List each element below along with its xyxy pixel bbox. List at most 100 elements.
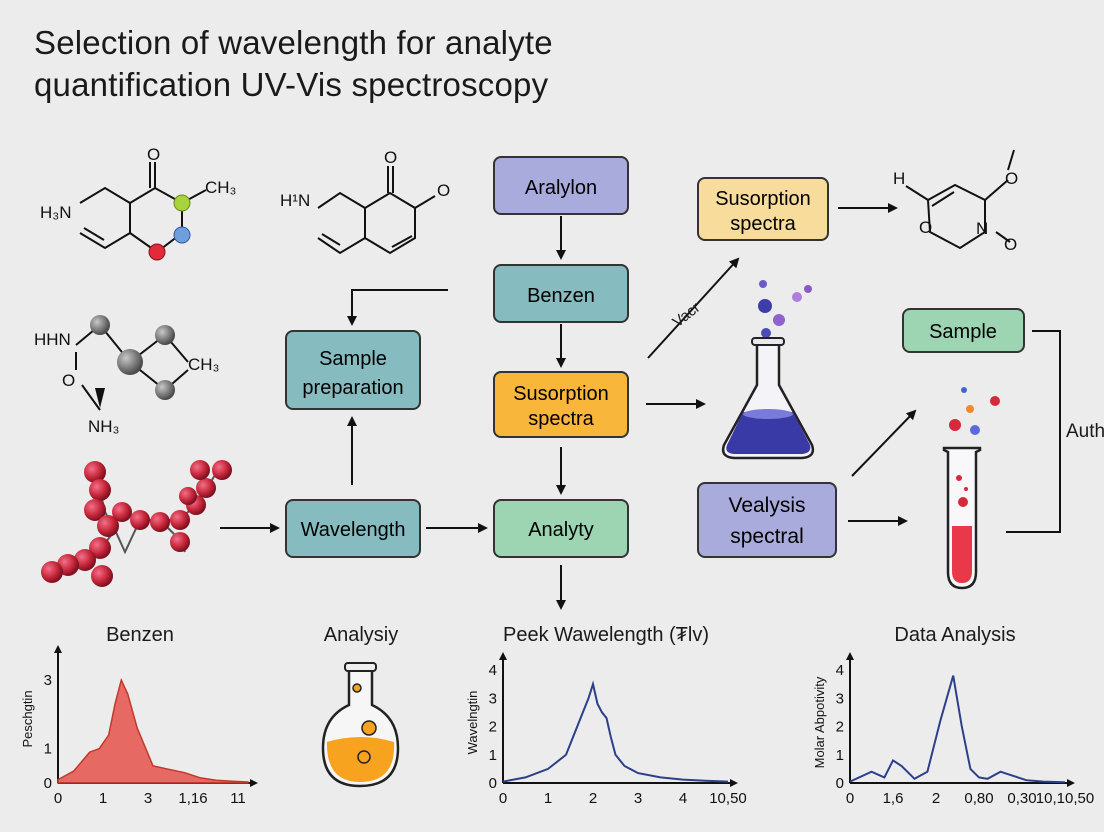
series-line: [502, 680, 729, 783]
box-vealysis-line1: Vealysis: [728, 494, 805, 517]
box-sample-label: Sample: [929, 321, 997, 343]
bracket-auth: [1006, 330, 1061, 533]
box-wavelength: Wavelength: [285, 499, 421, 558]
arrow-to-sample-prep: [347, 289, 448, 326]
x-tick-label: 2: [932, 790, 940, 807]
x-tick-label: 3: [634, 790, 642, 807]
flow-arrows: [220, 203, 1061, 610]
y-tick-label: 2: [489, 719, 497, 736]
y-axis-label: Peschgtin: [20, 690, 35, 747]
x-tick-label: 1: [99, 790, 107, 807]
mol2-h1n-label: H¹N: [280, 191, 310, 210]
mol2-o-right-label: O: [437, 181, 450, 200]
x-tick-label: 1: [544, 790, 552, 807]
box-analyty-label: Analyty: [528, 519, 594, 541]
y-tick-label: 4: [489, 662, 497, 679]
y-tick-label: 4: [836, 662, 844, 679]
box-benzen-label: Benzen: [527, 285, 595, 307]
box-sample-prep-line2: preparation: [302, 377, 403, 399]
y-tick-label: 2: [836, 719, 844, 736]
y-axis-arrowhead: [499, 652, 507, 660]
mol1-ch3-label: CH₃: [205, 178, 236, 197]
bottom-title-analysiy: Analysiy: [324, 624, 398, 646]
mol3-hhn-label: HHN: [34, 330, 71, 349]
test-tube-icon: [942, 387, 1000, 590]
box-susorption-line2: spectra: [528, 408, 594, 430]
molecule-4: H O O N O: [893, 149, 1018, 254]
box-analyty: Analyty: [493, 499, 629, 558]
x-tick-label: 3: [144, 790, 152, 807]
bottom-title-benzen: Benzen: [106, 624, 174, 646]
box-susorption-top-line2: spectra: [730, 213, 796, 235]
mol3-ch3-label: CH₃: [188, 355, 219, 374]
box-aralylon: Aralylon: [493, 156, 629, 215]
y-tick-label: 1: [44, 741, 52, 758]
x-tick-label: 1,6: [883, 790, 904, 807]
y-axis-label: Molar Abpotivity: [812, 676, 827, 768]
box-wavelength-label: Wavelength: [301, 519, 406, 541]
mol1-h3n-label: H₃N: [40, 203, 71, 222]
box-susorption-spectra: Susorption spectra: [493, 371, 629, 438]
x-tick-label: 1,16: [178, 790, 207, 807]
y-axis-label: Wavelngtin: [465, 691, 480, 755]
box-susorption-top-line1: Susorption: [715, 188, 811, 210]
y-axis-arrowhead: [54, 645, 62, 653]
x-axis-arrowhead: [730, 779, 738, 787]
mol1-o-label: O: [147, 145, 160, 164]
mol3-nh3-label: NH₃: [88, 417, 119, 436]
box-sample-preparation: Sample preparation: [285, 330, 421, 410]
x-axis-arrowhead: [1067, 779, 1075, 787]
box-susorption-line1: Susorption: [513, 383, 609, 405]
x-tick-label: 10,50: [709, 790, 747, 807]
conical-flask-icon: [721, 280, 815, 460]
y-tick-label: 3: [489, 690, 497, 707]
x-tick-label: 11: [230, 790, 246, 807]
x-tick-label: 4: [679, 790, 687, 807]
mol4-h-label: H: [893, 169, 905, 188]
page-title: Selection of wavelength for analyte quan…: [34, 22, 553, 106]
molecule-1: H₃N O CH₃: [40, 145, 236, 261]
bottom-title-data-analysis: Data Analysis: [894, 624, 1015, 646]
mol4-o-top-label: O: [1005, 169, 1018, 188]
bead-chain-molecule: [41, 460, 232, 587]
y-tick-label: 3: [836, 690, 844, 707]
mol3-o-label: O: [62, 371, 75, 390]
mol4-n-label: N: [976, 219, 988, 238]
box-sample: Sample: [902, 308, 1025, 353]
title-line-2: quantification UV-Vis spectroscopy: [34, 66, 549, 103]
y-tick-label: 3: [44, 672, 52, 689]
series-line: [849, 675, 1066, 784]
mol4-o-left-label: O: [919, 218, 932, 237]
box-vealysis-line2: spectral: [730, 525, 804, 548]
y-tick-label: 0: [836, 775, 844, 792]
x-tick-label: 0,80: [964, 790, 993, 807]
arrow-to-test-tube: [851, 409, 917, 477]
box-susorption-spectra-top: Susorption spectra: [697, 177, 829, 241]
y-tick-label: 0: [489, 775, 497, 792]
molecule-2: H¹N O O: [280, 148, 450, 255]
mol2-o-top-label: O: [384, 148, 397, 167]
mol4-o-right-label: O: [1004, 235, 1017, 254]
x-tick-label: 2: [589, 790, 597, 807]
y-axis-arrowhead: [846, 652, 854, 660]
x-tick-label: 10,10,50: [1036, 790, 1094, 807]
round-flask-icon: [321, 662, 400, 788]
y-tick-label: 0: [44, 775, 52, 792]
x-tick-label: 0,30: [1007, 790, 1036, 807]
x-axis-arrowhead: [250, 779, 258, 787]
box-vealysis-spectral: Vealysis spectral: [697, 482, 837, 558]
series-area: [57, 677, 249, 784]
arrow-to-susorption-top: [647, 257, 740, 359]
bottom-title-peek: Peek Wawelength (₮lv): [503, 624, 709, 646]
x-tick-label: 0: [846, 790, 854, 807]
box-sample-prep-line1: Sample: [319, 348, 387, 370]
box-aralylon-label: Aralylon: [525, 177, 597, 199]
title-line-1: Selection of wavelength for analyte: [34, 24, 553, 61]
y-tick-label: 1: [836, 747, 844, 764]
label-auth: Auth: [1066, 421, 1104, 442]
box-benzen: Benzen: [493, 264, 629, 323]
x-tick-label: 0: [54, 790, 62, 807]
